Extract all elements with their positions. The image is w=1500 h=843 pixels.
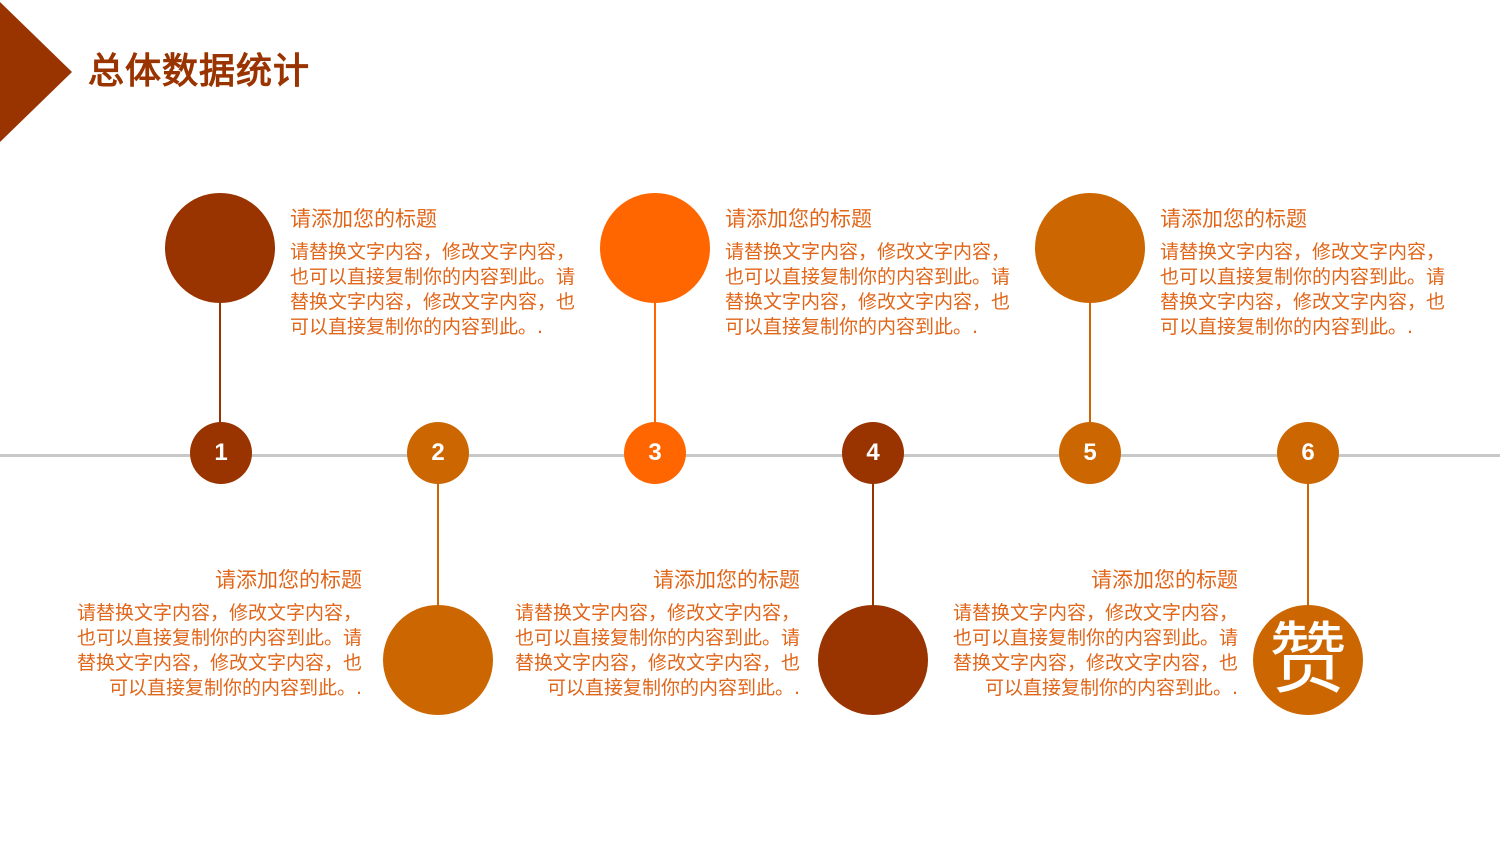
card-4: 请添加您的标题 请替换文字内容，修改文字内容，也可以直接复制你的内容到此。请替换… <box>508 565 800 701</box>
timeline-line <box>0 454 1500 457</box>
card-body: 请替换文字内容，修改文字内容，也可以直接复制你的内容到此。请替换文字内容，修改文… <box>290 241 576 338</box>
stem-5 <box>1089 300 1091 426</box>
stem-4 <box>872 482 874 608</box>
praise-badge: 赞 <box>1253 605 1363 715</box>
circle-4 <box>818 605 928 715</box>
card-title: 请添加您的标题 <box>1160 207 1307 231</box>
card-title: 请添加您的标题 <box>215 568 362 592</box>
card-body: 请替换文字内容，修改文字内容，也可以直接复制你的内容到此。请替换文字内容，修改文… <box>952 602 1238 699</box>
card-title: 请添加您的标题 <box>1091 568 1238 592</box>
timeline-node-2: 2 <box>407 422 469 484</box>
card-1: 请添加您的标题 请替换文字内容，修改文字内容，也可以直接复制你的内容到此。请替换… <box>290 204 582 340</box>
card-3: 请添加您的标题 请替换文字内容，修改文字内容，也可以直接复制你的内容到此。请替换… <box>725 204 1017 340</box>
card-body: 请替换文字内容，修改文字内容，也可以直接复制你的内容到此。请替换文字内容，修改文… <box>725 241 1011 338</box>
card-body: 请替换文字内容，修改文字内容，也可以直接复制你的内容到此。请替换文字内容，修改文… <box>1160 241 1446 338</box>
timeline-node-6: 6 <box>1277 422 1339 484</box>
stem-2 <box>437 482 439 608</box>
timeline-node-1: 1 <box>190 422 252 484</box>
circle-1 <box>165 193 275 303</box>
card-body: 请替换文字内容，修改文字内容，也可以直接复制你的内容到此。请替换文字内容，修改文… <box>76 602 362 699</box>
corner-triangle-decoration <box>0 2 72 142</box>
stem-6 <box>1307 482 1309 608</box>
stem-3 <box>654 300 656 426</box>
card-title: 请添加您的标题 <box>725 207 872 231</box>
timeline-node-3: 3 <box>624 422 686 484</box>
card-body: 请替换文字内容，修改文字内容，也可以直接复制你的内容到此。请替换文字内容，修改文… <box>514 602 800 699</box>
card-title: 请添加您的标题 <box>653 568 800 592</box>
timeline-node-4: 4 <box>842 422 904 484</box>
timeline-node-5: 5 <box>1059 422 1121 484</box>
circle-3 <box>600 193 710 303</box>
card-2: 请添加您的标题 请替换文字内容，修改文字内容，也可以直接复制你的内容到此。请替换… <box>70 565 362 701</box>
card-5: 请添加您的标题 请替换文字内容，修改文字内容，也可以直接复制你的内容到此。请替换… <box>1160 204 1452 340</box>
circle-2 <box>383 605 493 715</box>
page-title: 总体数据统计 <box>88 51 311 92</box>
card-title: 请添加您的标题 <box>290 207 437 231</box>
stem-1 <box>219 300 221 426</box>
card-6: 请添加您的标题 请替换文字内容，修改文字内容，也可以直接复制你的内容到此。请替换… <box>946 565 1238 701</box>
circle-5 <box>1035 193 1145 303</box>
